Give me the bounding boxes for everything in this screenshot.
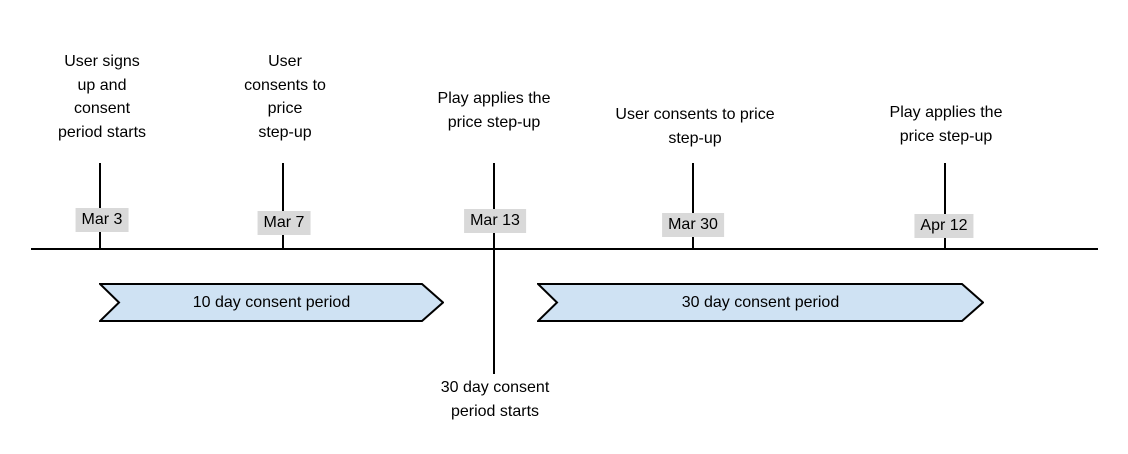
event-date-badge-mar-3: Mar 3	[75, 208, 129, 232]
event-label-consents-first: User consents to price step-up	[244, 53, 326, 141]
event-date-badge-mar-30: Mar 30	[662, 213, 724, 237]
event-tick-mar-7	[282, 163, 284, 249]
period-label-30day: 30 day consent period	[681, 293, 840, 311]
event-label-signup: User signs up and consent period starts	[57, 53, 147, 141]
timeline-axis	[31, 248, 1098, 250]
event-date-badge-apr-12: Apr 12	[914, 214, 974, 238]
period-label-10day: 10 day consent period	[192, 293, 351, 311]
chevron-arrow-polygon	[537, 283, 984, 322]
chevron-arrow-polygon	[99, 283, 444, 322]
event-tick-mar-30	[692, 163, 694, 249]
event-tick-mar-13	[493, 163, 495, 374]
consent-period-30day: 30 day consent period	[537, 283, 984, 322]
event-tick-mar-3	[99, 163, 101, 249]
consent-period-10day: 10 day consent period	[99, 283, 444, 322]
event-date-badge-mar-7: Mar 7	[257, 211, 311, 235]
event-label-play-applies-first: Play applies the price step-up	[437, 90, 551, 131]
event-tick-apr-12	[944, 163, 946, 249]
event-label-consents-second: User consents to price step-up	[615, 106, 775, 147]
chevron-arrow-shape	[537, 283, 984, 322]
event-date-badge-mar-13: Mar 13	[464, 209, 526, 233]
callout-30day-period-starts: 30 day consent period starts	[440, 379, 550, 420]
chevron-arrow-shape	[99, 283, 444, 322]
event-label-play-applies-second: Play applies the price step-up	[889, 104, 1003, 145]
